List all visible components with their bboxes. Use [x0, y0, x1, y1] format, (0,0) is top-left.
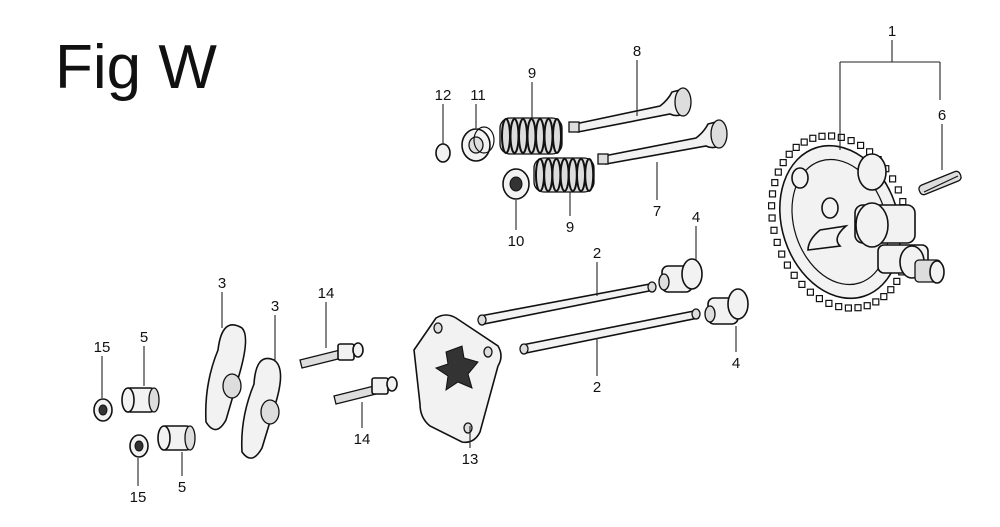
gear-tooth	[888, 175, 897, 183]
callout-4-upper: 4	[692, 209, 700, 226]
valve-spring-upper	[499, 117, 563, 155]
gear-tooth	[835, 303, 843, 311]
rocker-arm-left	[204, 324, 247, 431]
rocker-arm-right	[240, 357, 282, 459]
nut-lower	[129, 434, 149, 458]
valve-cotter	[435, 143, 451, 163]
gear-tooth	[825, 299, 833, 307]
pivot-lower	[157, 425, 196, 451]
gear-tooth	[779, 159, 787, 167]
callout-8: 8	[633, 43, 641, 60]
valve-upper	[568, 87, 692, 133]
gear-tooth	[767, 202, 776, 210]
gear-tooth	[893, 277, 901, 285]
gear-tooth	[837, 133, 845, 141]
bolt-upper	[299, 342, 364, 369]
callout-2-upper: 2	[593, 245, 601, 262]
gear-tooth	[778, 250, 786, 258]
valve-lifter-plate	[413, 314, 502, 444]
bolt-lower	[333, 376, 398, 405]
gear-tooth	[827, 132, 836, 140]
callout-1: 1	[888, 23, 896, 40]
callout-5-lower: 5	[178, 479, 186, 496]
callout-15-lower: 15	[130, 489, 147, 506]
callout-13: 13	[462, 451, 479, 468]
gear-tooth	[771, 179, 779, 187]
gear-tooth	[768, 214, 776, 222]
callout-11: 11	[470, 87, 486, 104]
tappet-lower	[704, 288, 749, 325]
figure-title: Fig W	[55, 33, 217, 102]
callout-6: 6	[938, 107, 946, 124]
gear-tooth	[785, 150, 793, 158]
valve-spring-lower	[533, 157, 595, 193]
callout-numbers: 1 6 8 7 9 9 10 11 12 2 2 4 4 3 3 14 14 1…	[94, 23, 947, 506]
pivot-upper	[121, 387, 160, 413]
gear-tooth	[854, 304, 862, 312]
gear-tooth	[844, 304, 853, 312]
valve-lower	[597, 119, 728, 165]
callout-10: 10	[508, 233, 525, 250]
gear-tooth	[815, 295, 824, 303]
callout-4-lower: 4	[732, 355, 740, 372]
gear-tooth	[894, 186, 902, 194]
callout-9-lower: 9	[566, 219, 574, 236]
gear-tooth	[773, 238, 781, 246]
callout-12: 12	[435, 87, 452, 104]
gear-tooth	[863, 302, 871, 310]
spring-pin	[918, 170, 962, 196]
spring-retainer	[461, 126, 495, 162]
leader-lines	[101, 40, 943, 486]
callout-14-lower: 14	[354, 431, 371, 448]
callout-3-right: 3	[271, 298, 279, 315]
callout-2-lower: 2	[593, 379, 601, 396]
gear-tooth	[818, 132, 826, 140]
gear-tooth	[790, 271, 798, 279]
gear-tooth	[847, 137, 855, 145]
callout-5-upper: 5	[140, 329, 148, 346]
spring-coil	[584, 158, 595, 192]
gear-tooth	[856, 141, 865, 149]
gear-tooth	[792, 143, 800, 151]
gear-tooth	[899, 198, 907, 206]
callout-14-upper: 14	[318, 285, 335, 302]
gear-tooth	[887, 286, 895, 294]
gear-tooth	[880, 293, 888, 301]
callout-3-left: 3	[218, 275, 226, 292]
gear-tooth	[800, 138, 808, 146]
gear-tooth	[798, 280, 806, 288]
gear-tooth	[872, 298, 880, 306]
nut-upper	[93, 398, 113, 422]
push-rod-lower	[519, 308, 701, 355]
spring-retainer-lower	[502, 168, 530, 200]
gear-tooth	[770, 226, 778, 234]
tappet-upper	[658, 258, 703, 293]
gear-tooth	[806, 288, 815, 296]
push-rod-upper	[477, 281, 657, 326]
callout-9-upper: 9	[528, 65, 536, 82]
callout-15-upper: 15	[94, 339, 111, 356]
spring-coil	[552, 118, 562, 154]
gear-tooth	[809, 134, 817, 142]
callout-7: 7	[653, 203, 661, 220]
gear-tooth	[783, 261, 792, 269]
gear-tooth	[768, 190, 777, 198]
gear-tooth	[774, 168, 782, 176]
camshaft-gear	[767, 132, 945, 312]
